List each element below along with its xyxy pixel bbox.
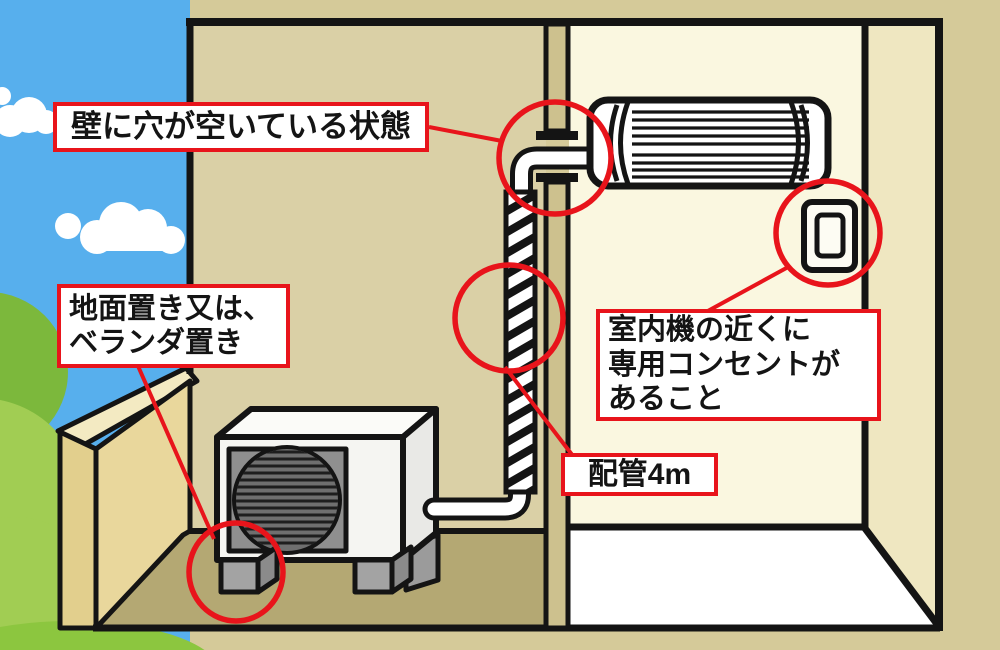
callout-piping-text: 配管4m	[587, 457, 692, 491]
annotation-circle-outlet	[773, 178, 883, 288]
leader-line-wall-hole	[428, 125, 503, 143]
leader-line-outlet	[705, 264, 791, 314]
annotation-circle-foot	[186, 520, 286, 624]
wall-hole-lower-cap	[536, 173, 578, 182]
interior-side-wall	[866, 26, 937, 624]
interior-floor	[569, 527, 937, 626]
callout-wall-hole: 壁に穴が空いている状態	[53, 102, 429, 152]
upper-pipe	[515, 151, 606, 201]
parapet-end	[57, 429, 99, 631]
wall-section-upper	[543, 21, 571, 134]
outdoor-ac-unit	[214, 406, 441, 595]
callout-outlet-line1: 室内機の近くに	[608, 313, 812, 346]
callout-placement: 地面置き又は、 ベランダ置き	[57, 284, 290, 368]
indoor-unit-louvers	[632, 110, 809, 179]
outlet-plate	[801, 199, 858, 273]
floor-corner-diagonal	[861, 524, 943, 631]
annotations	[136, 99, 883, 624]
outlet-socket	[814, 212, 846, 259]
outdoor-unit-foot	[352, 557, 395, 595]
outdoor-unit-side	[400, 406, 439, 563]
callout-outlet-line3: あること	[608, 383, 725, 416]
callout-wall-hole-text: 壁に穴が空いている状態	[70, 108, 412, 144]
lower-pipe	[427, 477, 526, 516]
wall-hole-upper-cap	[536, 131, 578, 140]
leader-line-placement	[136, 365, 216, 540]
cloud-icon	[0, 87, 58, 137]
wall-section-lower	[543, 179, 571, 631]
callout-outlet-line2: 専用コンセントが	[608, 348, 841, 381]
outdoor-unit-top	[214, 406, 439, 440]
outdoor-unit-foot	[218, 557, 261, 595]
callout-placement-line2: ベランダ置き	[69, 327, 244, 359]
cloud-icon	[55, 202, 185, 254]
callout-outlet: 室内機の近くに 専用コンセントが あること	[596, 309, 881, 421]
indoor-ac-unit	[586, 96, 832, 190]
power-outlet	[801, 199, 858, 273]
bush-bright	[0, 621, 205, 650]
callout-placement-line1: 地面置き又は、	[69, 292, 273, 325]
annotation-circle-wall-hole	[496, 99, 614, 217]
balcony-parapet	[55, 365, 200, 631]
callout-piping: 配管4m	[561, 453, 718, 496]
leader-line-piping	[503, 365, 575, 458]
indoor-unit-left-cap	[618, 101, 631, 185]
